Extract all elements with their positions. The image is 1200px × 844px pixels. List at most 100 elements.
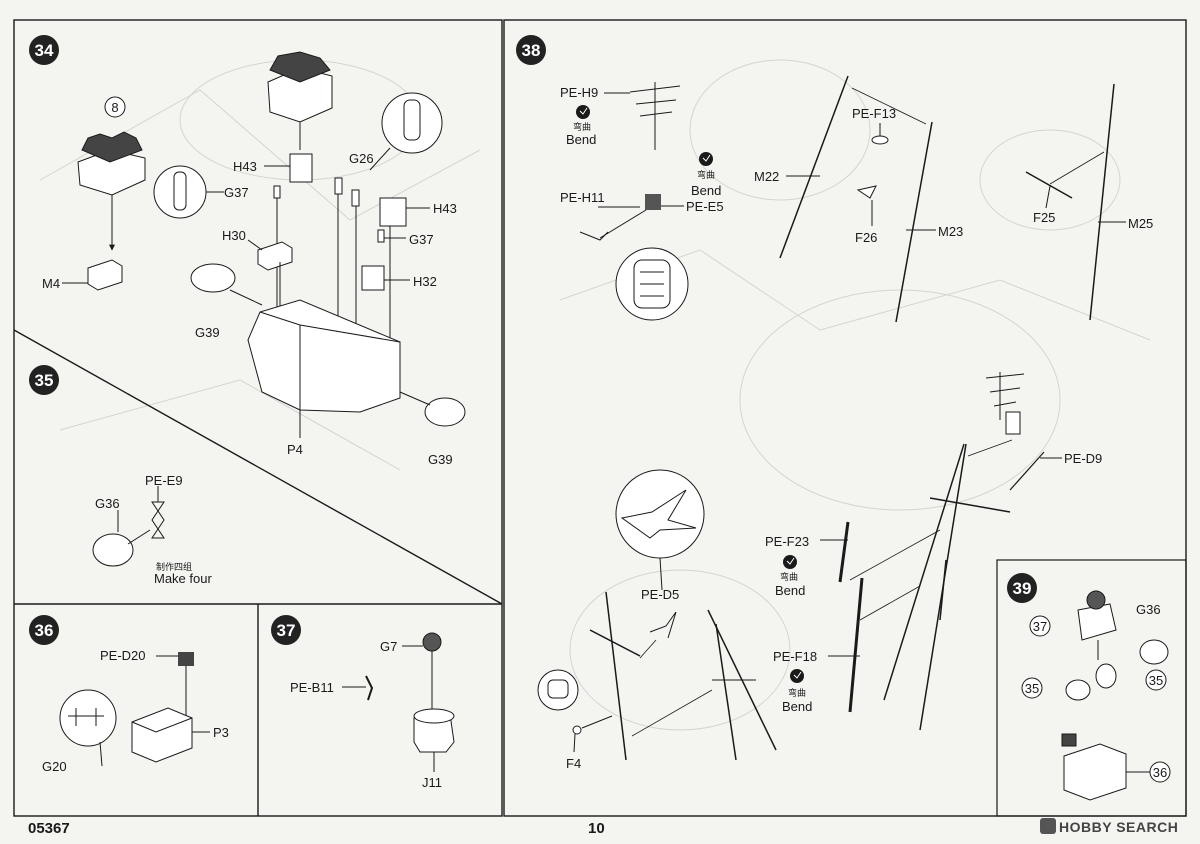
part-J11 (413, 708, 455, 772)
svg-text:G36: G36 (1136, 602, 1161, 617)
svg-text:Bend: Bend (566, 132, 596, 147)
zoom-callout-G26 (369, 92, 443, 171)
svg-text:PE-B11: PE-B11 (290, 680, 334, 695)
svg-text:M22: M22 (754, 169, 779, 184)
note-make-four: Make four (154, 571, 212, 586)
ref-circle-36: 36 (1149, 761, 1171, 783)
ref-circle-37: 37 (1029, 615, 1051, 637)
part-PE-F13 (871, 123, 889, 145)
step-badge-39: 39 (1007, 573, 1037, 603)
svg-text:PE-E9: PE-E9 (145, 473, 183, 488)
svg-text:F25: F25 (1033, 210, 1055, 225)
svg-text:38: 38 (522, 41, 541, 60)
svg-text:G36: G36 (95, 496, 120, 511)
svg-text:M4: M4 (42, 276, 60, 291)
step-badge-36: 36 (29, 615, 59, 645)
svg-text:G7: G7 (380, 639, 397, 654)
step-34: 34 8 M4 H43 G26 G37 H43 G37 H30 H32 G39 (29, 35, 466, 467)
svg-text:P4: P4 (287, 442, 303, 457)
svg-text:34: 34 (35, 41, 54, 60)
part-H32: H32 (361, 265, 437, 291)
part-PE-B11 (342, 675, 374, 701)
svg-text:G26: G26 (349, 151, 374, 166)
svg-text:8: 8 (111, 100, 118, 115)
step-39: 39 37 G36 35 35 36 (1007, 573, 1171, 801)
zoom-callout-PE-D5 (615, 469, 705, 591)
svg-text:36: 36 (1153, 765, 1167, 780)
svg-text:F4: F4 (566, 756, 581, 771)
svg-text:H43: H43 (433, 201, 457, 216)
mast-M22-M23 (779, 75, 933, 323)
zoom-callout-PE-E5 (615, 247, 689, 321)
page-number: 10 (588, 820, 605, 837)
svg-text:H32: H32 (413, 274, 437, 289)
part-G36-39 (1139, 639, 1169, 665)
step-35: 35 PE-E9 G36 制作四组 Make four (29, 365, 212, 586)
svg-text:PE-H11: PE-H11 (560, 190, 605, 205)
bend-icon-1 (576, 105, 590, 119)
part-H43-a: H43 (233, 153, 313, 183)
svg-text:PE-E5: PE-E5 (686, 199, 724, 214)
svg-text:Bend: Bend (782, 699, 812, 714)
ref-circle-35-b: 35 (1095, 663, 1167, 691)
svg-text:弯曲: 弯曲 (780, 571, 798, 583)
turret-37-assembly (1077, 590, 1117, 660)
note-make-four-cn: 制作四组 (156, 561, 192, 573)
step-badge-34: 34 (29, 35, 59, 65)
part-H30 (247, 239, 293, 320)
svg-text:37: 37 (1033, 619, 1047, 634)
watermark: HOBBY SEARCH (1040, 818, 1178, 835)
part-G39-a: G39 (190, 263, 263, 340)
part-PE-E9 (151, 486, 165, 539)
svg-text:弯曲: 弯曲 (573, 121, 591, 133)
svg-text:PE-D20: PE-D20 (100, 648, 146, 663)
svg-text:PE-D5: PE-D5 (641, 587, 679, 602)
svg-text:弯曲: 弯曲 (697, 169, 715, 181)
svg-text:PE-F23: PE-F23 (765, 534, 809, 549)
watermark-text: HOBBY SEARCH (1059, 819, 1179, 835)
part-G7 (402, 632, 442, 712)
svg-text:Bend: Bend (691, 183, 721, 198)
zoom-callout-F4 (537, 669, 613, 753)
zoom-callout-G20 (59, 689, 117, 767)
svg-text:G37: G37 (224, 185, 249, 200)
ref-circle-8: 8 (104, 96, 126, 118)
bend-icon-2 (699, 152, 713, 166)
svg-text:弯曲: 弯曲 (788, 687, 806, 699)
svg-text:35: 35 (35, 371, 54, 390)
svg-text:G20: G20 (42, 759, 67, 774)
step-36: 36 PE-D20 P3 G20 (29, 615, 229, 774)
svg-text:M23: M23 (938, 224, 963, 239)
svg-text:PE-D9: PE-D9 (1064, 451, 1102, 466)
part-G37-b: G37 (377, 229, 434, 247)
main-mast-assembled (883, 372, 1045, 731)
turret-assembly-top (267, 51, 333, 150)
svg-text:G39: G39 (428, 452, 453, 467)
part-M4: M4 (42, 259, 123, 291)
zoom-callout-G37 (153, 165, 224, 219)
part-P3 (131, 707, 210, 763)
panel-frames (13, 19, 1187, 817)
svg-text:PE-H9: PE-H9 (560, 85, 598, 100)
part-G26 (334, 177, 360, 328)
svg-text:PE-F13: PE-F13 (852, 106, 896, 121)
step-badge-38: 38 (516, 35, 546, 65)
hobby-search-logo-icon (1040, 818, 1056, 834)
page-code: 05367 (28, 820, 70, 837)
part-G39-b: G39 (399, 391, 466, 467)
bend-icon-4 (790, 669, 804, 683)
foremast-assembly (589, 591, 777, 761)
part-H43-b: H43 (379, 197, 457, 340)
step-badge-35: 35 (29, 365, 59, 395)
mast-M25 (1025, 83, 1115, 321)
svg-text:37: 37 (277, 621, 296, 640)
svg-text:36: 36 (35, 621, 54, 640)
svg-text:Bend: Bend (775, 583, 805, 598)
step-37: 37 G7 PE-B11 J11 (271, 615, 455, 790)
turret-assembly-left (77, 131, 146, 251)
ref-circle-35-a: 35 (1021, 677, 1091, 701)
part-PE-H11 (579, 206, 647, 241)
part-PE-H9 (604, 82, 681, 150)
svg-text:G39: G39 (195, 325, 220, 340)
